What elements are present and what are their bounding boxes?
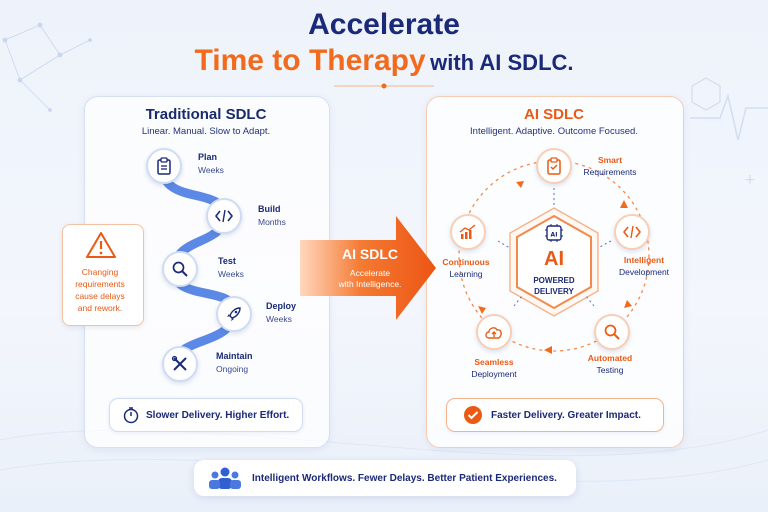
ai-title: AI SDLC bbox=[524, 106, 584, 123]
automated-testing-label: Automated Testing bbox=[572, 352, 648, 376]
node-label: Learning bbox=[449, 269, 483, 279]
node-accent: Smart bbox=[597, 155, 623, 165]
intelligent-development-node bbox=[614, 214, 650, 250]
callout-line-3: cause delays bbox=[75, 291, 125, 301]
stopwatch-icon bbox=[123, 407, 139, 424]
seamless-deployment-node bbox=[476, 314, 512, 350]
seamless-deployment-label: Seamless Deployment bbox=[456, 356, 532, 380]
node-label: Development bbox=[618, 267, 670, 277]
callout-line-2: requirements bbox=[75, 279, 125, 289]
ai-cycle-diagram: AI bbox=[458, 160, 650, 354]
continuous-learning-node bbox=[450, 214, 486, 250]
center-ai-title: AI bbox=[544, 248, 564, 270]
test-step-name: Test bbox=[218, 256, 236, 266]
checklist-icon bbox=[547, 157, 561, 175]
svg-text:AI: AI bbox=[551, 232, 558, 239]
maintain-step-duration: Ongoing bbox=[216, 364, 249, 374]
node-accent: Automated bbox=[587, 353, 633, 363]
magnifier-icon bbox=[604, 324, 620, 340]
page-title: Accelerate bbox=[308, 8, 460, 41]
title-underline-decoration bbox=[334, 83, 434, 89]
center-line-1: POWERED bbox=[533, 276, 575, 285]
bottom-banner-text: Intelligent Workflows. Fewer Delays. Bet… bbox=[252, 472, 557, 484]
plan-step-icon bbox=[146, 148, 182, 184]
tools-icon bbox=[171, 355, 187, 371]
automated-testing-node bbox=[594, 314, 630, 350]
maintain-step-name: Maintain bbox=[216, 351, 253, 361]
growth-chart-icon bbox=[459, 224, 476, 239]
arrow-line-1: Accelerate bbox=[349, 268, 391, 278]
transition-arrow bbox=[300, 216, 436, 320]
build-step-icon bbox=[206, 198, 242, 234]
smart-requirements-node bbox=[536, 148, 572, 184]
page-subtitle: Time to Therapy with AI SDLC. bbox=[0, 44, 768, 78]
code-icon bbox=[623, 225, 641, 239]
clipboard-icon bbox=[157, 157, 171, 175]
callout-line-4: and rework. bbox=[77, 303, 123, 313]
plan-step-duration: Weeks bbox=[198, 165, 224, 175]
node-accent: Seamless bbox=[474, 357, 514, 367]
check-circle-icon bbox=[464, 406, 482, 424]
bottom-banner: Intelligent Workflows. Fewer Delays. Bet… bbox=[194, 460, 576, 496]
smart-requirements-label: Smart Requirements bbox=[572, 154, 648, 178]
deploy-step-icon bbox=[216, 296, 252, 332]
plan-step-name: Plan bbox=[198, 152, 218, 162]
svg-text:+: + bbox=[744, 172, 756, 188]
ai-footer-text: Faster Delivery. Greater Impact. bbox=[491, 409, 641, 421]
node-accent: Intelligent bbox=[623, 255, 665, 265]
traditional-footer-text: Slower Delivery. Higher Effort. bbox=[146, 409, 290, 421]
deploy-step-duration: Weeks bbox=[266, 314, 292, 324]
test-step-icon bbox=[162, 251, 198, 287]
build-step-name: Build bbox=[258, 204, 281, 214]
warning-callout-text: Changing requirements cause delays and r… bbox=[64, 266, 136, 314]
warning-callout bbox=[62, 224, 144, 326]
deploy-step-name: Deploy bbox=[266, 301, 297, 311]
people-group-icon bbox=[209, 467, 241, 489]
continuous-learning-label: Continuous Learning bbox=[428, 256, 504, 280]
title-highlight: Time to Therapy bbox=[194, 44, 426, 77]
node-label: Requirements bbox=[583, 167, 637, 177]
ai-subtitle: Intelligent. Adaptive. Outcome Focused. bbox=[470, 126, 638, 137]
traditional-footer-pill: Slower Delivery. Higher Effort. bbox=[109, 398, 303, 432]
traditional-title: Traditional SDLC bbox=[145, 106, 267, 123]
code-icon bbox=[215, 209, 233, 223]
intelligent-development-label: Intelligent Development bbox=[606, 254, 682, 278]
ai-footer-pill: Faster Delivery. Greater Impact. bbox=[446, 398, 664, 432]
node-label: Deployment bbox=[471, 369, 517, 379]
arrow-title: AI SDLC bbox=[342, 246, 398, 262]
arrow-subtitle: Accelerate with Intelligence. bbox=[330, 268, 410, 290]
center-subtitle: POWERED DELIVERY bbox=[514, 275, 594, 297]
test-step-duration: Weeks bbox=[218, 269, 244, 279]
maintain-step-icon bbox=[162, 346, 198, 382]
cloud-upload-icon bbox=[485, 327, 502, 339]
arrow-line-2: with Intelligence. bbox=[338, 279, 402, 289]
magnifier-icon bbox=[172, 261, 188, 277]
node-label: Testing bbox=[596, 365, 624, 375]
rocket-icon bbox=[227, 307, 241, 321]
callout-line-1: Changing bbox=[81, 267, 119, 277]
traditional-subtitle: Linear. Manual. Slow to Adapt. bbox=[141, 126, 271, 137]
warning-icon bbox=[86, 232, 116, 258]
center-line-2: DELIVERY bbox=[534, 287, 574, 296]
node-accent: Continuous bbox=[442, 257, 490, 267]
build-step-duration: Months bbox=[258, 217, 286, 227]
title-rest: with AI SDLC. bbox=[430, 50, 574, 75]
